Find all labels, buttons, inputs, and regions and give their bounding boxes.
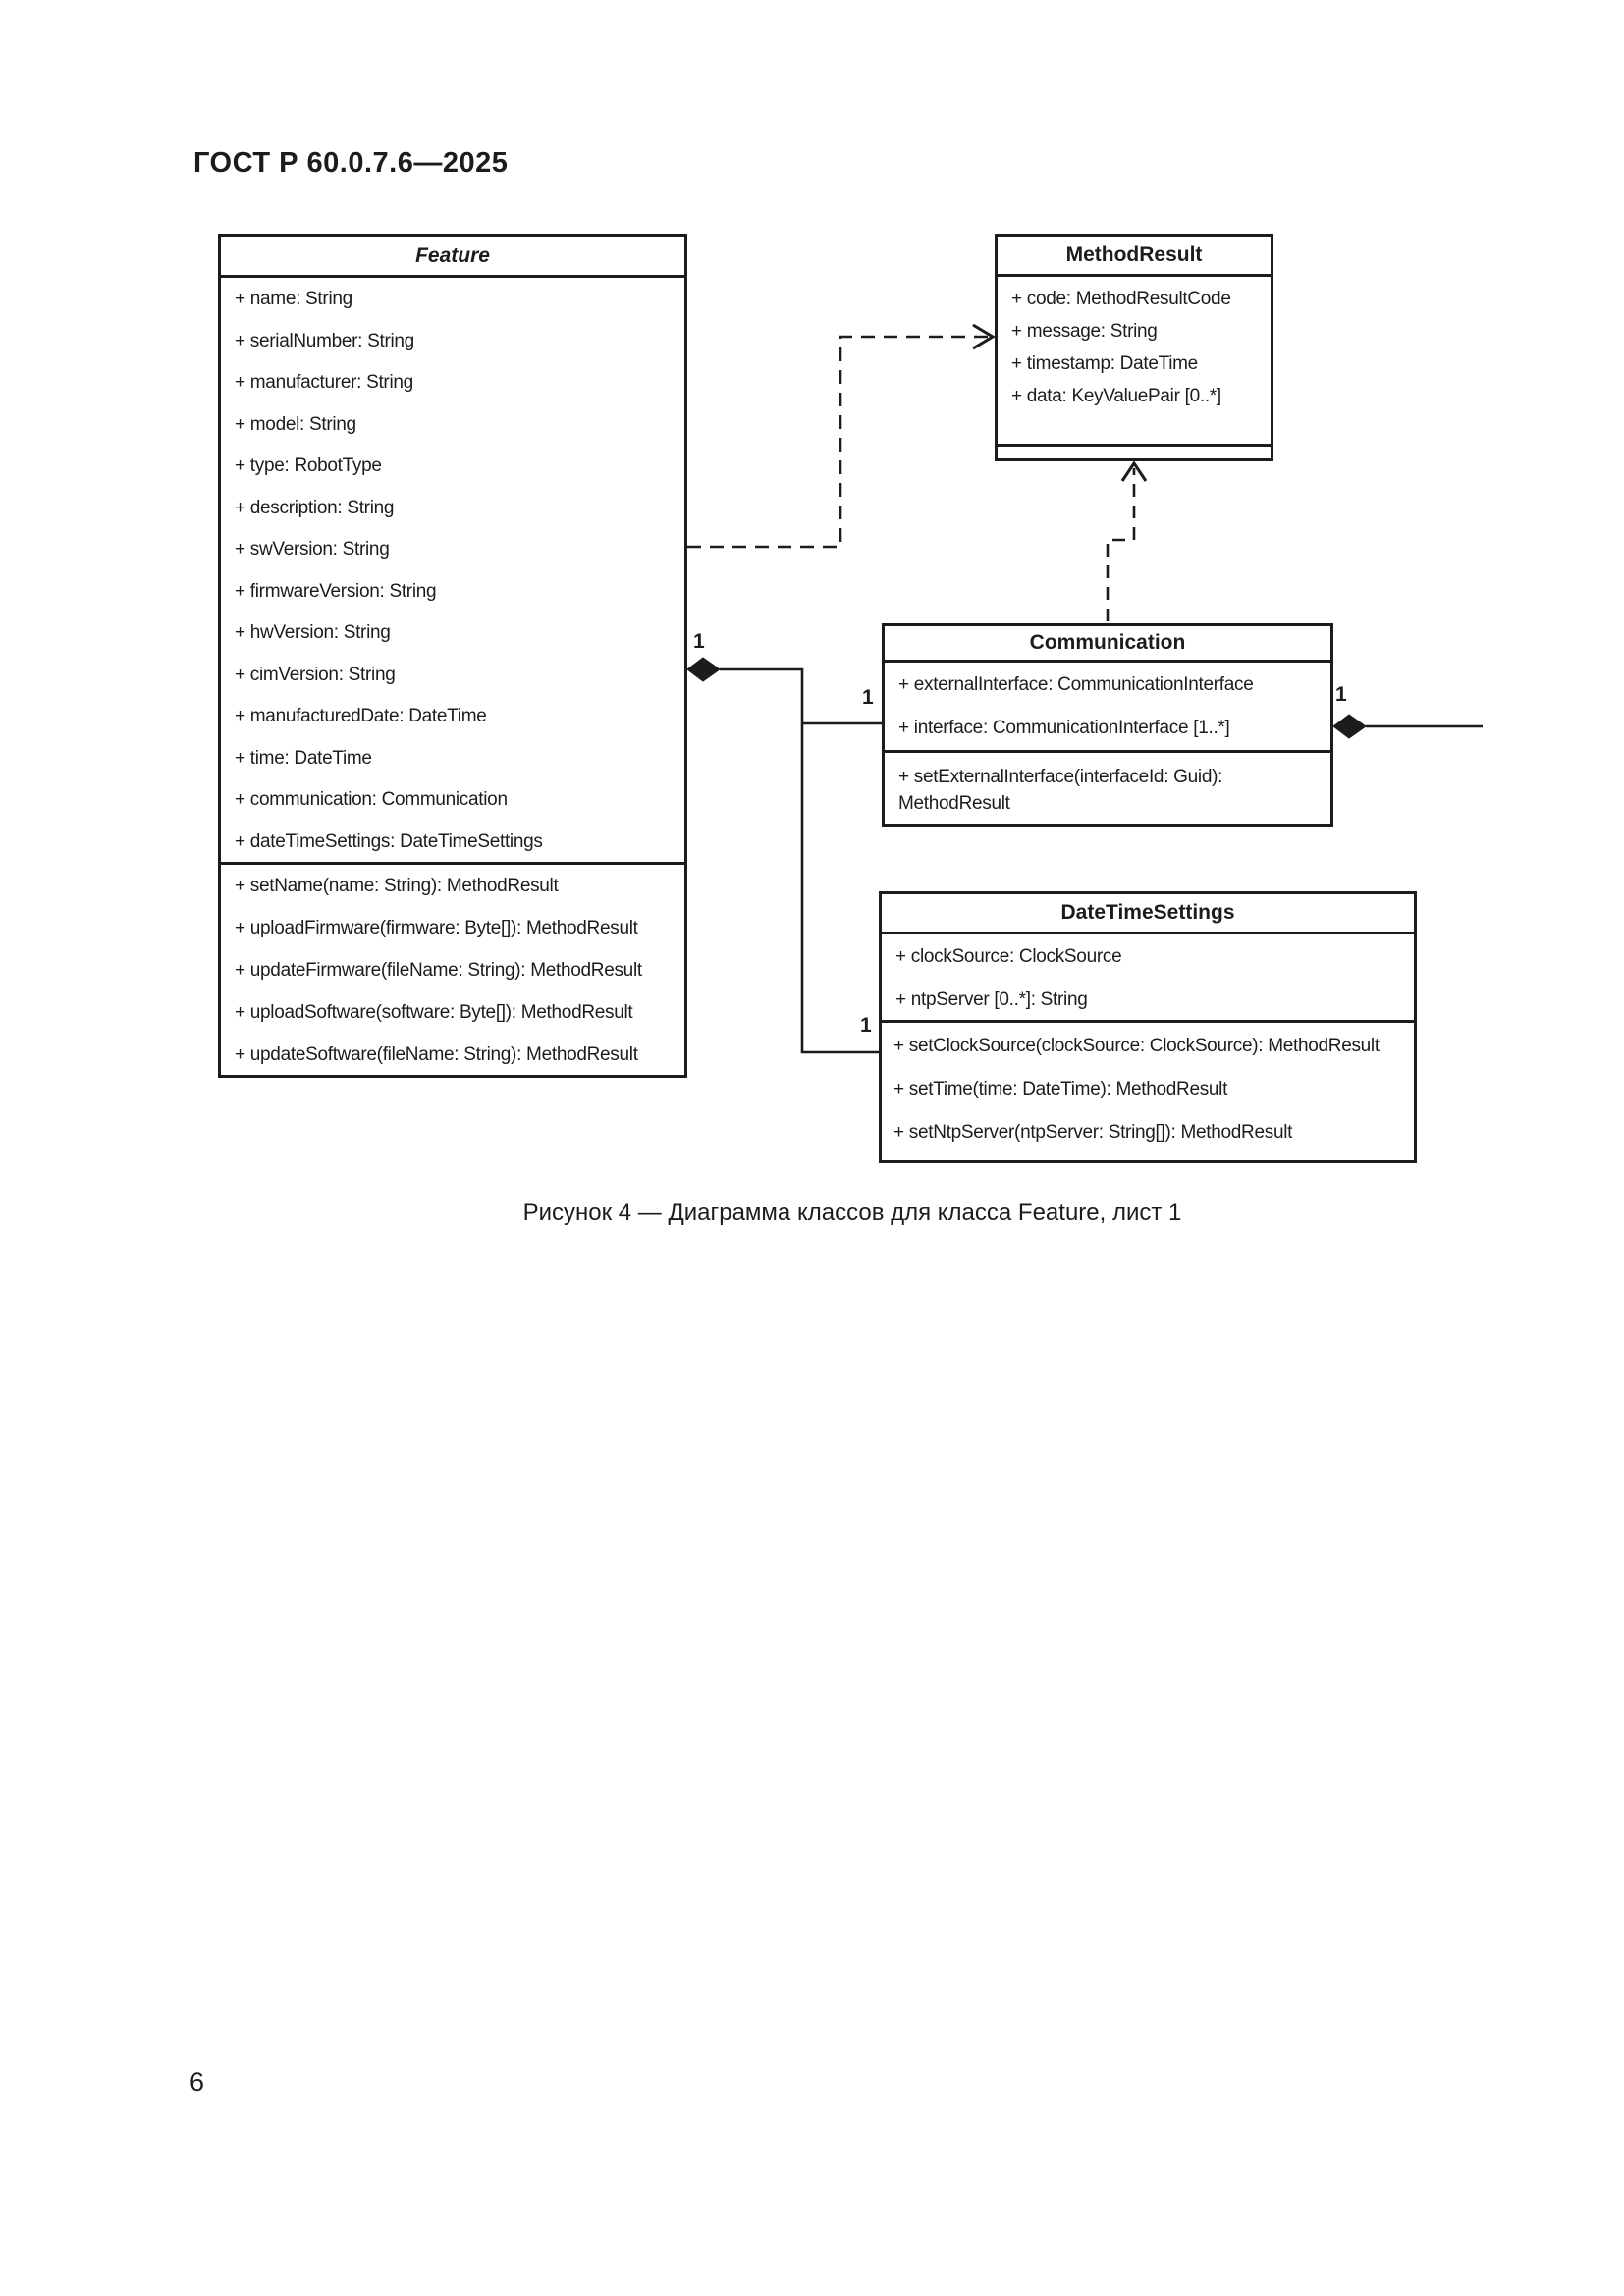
communication-methods-compartment: + setExternalInterface(interfaceId: Guid…: [885, 753, 1330, 824]
composition-feature-trunk-line: [720, 667, 879, 1054]
class-member: + name: String: [235, 289, 352, 310]
composition-feature-diamond: [686, 657, 721, 682]
class-title-feature: Feature: [221, 237, 684, 278]
class-member: + ntpServer [0..*]: String: [895, 989, 1088, 1010]
class-title-datetimesettings: DateTimeSettings: [882, 894, 1414, 934]
class-member: + hwVersion: String: [235, 622, 391, 644]
multiplicity-communication-whole: 1: [1335, 683, 1347, 706]
class-member: + uploadFirmware(firmware: Byte[]): Meth…: [235, 918, 638, 939]
class-member: + manufacturer: String: [235, 372, 413, 394]
class-title-communication: Communication: [885, 626, 1330, 663]
class-member: + data: KeyValuePair [0..*]: [1011, 385, 1221, 406]
page-number: 6: [189, 2067, 205, 2097]
class-member: + firmwareVersion: String: [235, 580, 437, 602]
class-member: + type: RobotType: [235, 455, 382, 477]
class-member: + timestamp: DateTime: [1011, 352, 1198, 374]
dependency-communication-methodresult-arrowhead: [1120, 460, 1148, 482]
document-header: ГОСТ Р 60.0.7.6—2025: [193, 147, 509, 179]
feature-methods-compartment: + setName(name: String): MethodResult + u…: [221, 865, 684, 1076]
class-member: + code: MethodResultCode: [1011, 288, 1231, 309]
datetimesettings-attributes-compartment: + clockSource: ClockSource + ntpServer [0…: [882, 934, 1414, 1023]
class-member: + description: String: [235, 497, 395, 518]
class-member: + communication: Communication: [235, 789, 508, 811]
multiplicity-feature-whole: 1: [693, 630, 705, 653]
class-member: + manufacturedDate: DateTime: [235, 706, 487, 727]
class-box-communication: Communication + externalInterface: Commu…: [882, 623, 1333, 827]
class-member: + setClockSource(clockSource: ClockSourc…: [893, 1036, 1380, 1056]
class-member: + updateSoftware(fileName: String): Meth…: [235, 1043, 638, 1065]
dependency-communication-methodresult-line: [1106, 468, 1136, 621]
class-member: + serialNumber: String: [235, 330, 414, 351]
dependency-feature-methodresult-line: [687, 335, 988, 549]
class-member: + setExternalInterface(interfaceId: Guid…: [898, 767, 1223, 814]
methodresult-methods-compartment: [998, 447, 1271, 458]
class-box-feature: Feature + name: String + serialNumber: St…: [218, 234, 687, 1078]
class-member: + externalInterface: CommunicationInterf…: [898, 674, 1254, 695]
dependency-feature-methodresult-arrowhead: [972, 323, 996, 350]
class-member: + uploadSoftware(software: Byte[]): Meth…: [235, 1001, 633, 1023]
figure-caption: Рисунок 4 — Диаграмма классов для класса…: [522, 1200, 1182, 1226]
class-member: + clockSource: ClockSource: [895, 946, 1122, 967]
class-box-datetimesettings: DateTimeSettings + clockSource: ClockSou…: [879, 891, 1417, 1163]
class-member: + setNtpServer(ntpServer: String[]): Met…: [893, 1122, 1293, 1143]
class-member: + message: String: [1011, 320, 1158, 342]
composition-communication-diamond: [1332, 714, 1367, 739]
class-member: + setTime(time: DateTime): MethodResult: [893, 1079, 1228, 1099]
class-member: + time: DateTime: [235, 747, 372, 769]
class-member: + swVersion: String: [235, 539, 390, 561]
class-member: + interface: CommunicationInterface [1..…: [898, 718, 1230, 738]
communication-attributes-compartment: + externalInterface: CommunicationInterf…: [885, 663, 1330, 753]
class-member: + cimVersion: String: [235, 664, 396, 685]
class-member: + updateFirmware(fileName: String): Meth…: [235, 959, 642, 981]
datetimesettings-methods-compartment: + setClockSource(clockSource: ClockSourc…: [882, 1023, 1414, 1160]
multiplicity-datetimesettings-part: 1: [860, 1014, 872, 1037]
methodresult-attributes-compartment: + code: MethodResultCode + message: Strin…: [998, 277, 1271, 447]
class-member: + setName(name: String): MethodResult: [235, 876, 559, 897]
class-member: + dateTimeSettings: DateTimeSettings: [235, 830, 543, 852]
class-box-methodresult: MethodResult + code: MethodResultCode + m…: [995, 234, 1273, 461]
class-title-methodresult: MethodResult: [998, 237, 1271, 277]
class-member: + model: String: [235, 413, 356, 435]
feature-attributes-compartment: + name: String + serialNumber: String + ma…: [221, 278, 684, 865]
multiplicity-communication-part: 1: [862, 686, 874, 709]
